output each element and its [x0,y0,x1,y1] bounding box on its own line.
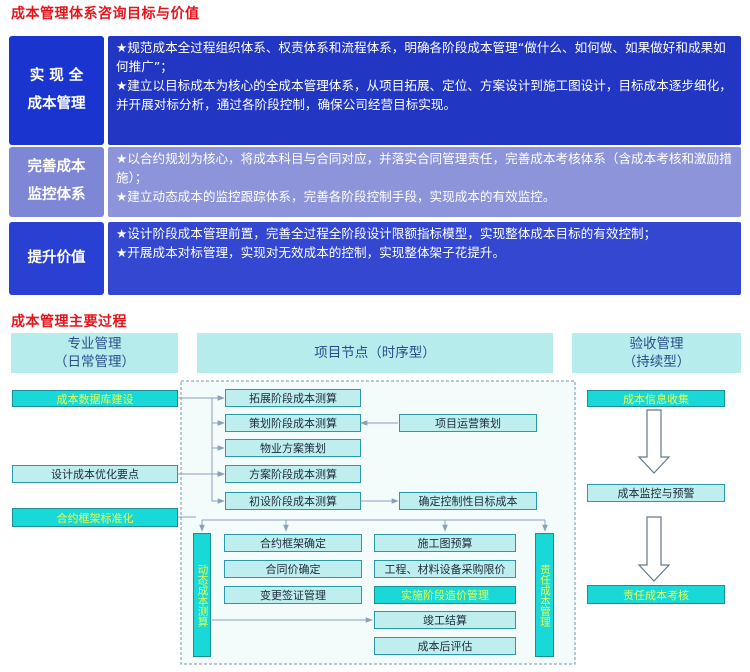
row2-label-line2: 监控体系 [27,187,86,203]
vertical-responsibility-cost-text: 责任成本管理 [539,563,551,627]
row2-description: ★以合约规划为核心，将成本科目与合同对应，并落实合同管理责任，完善成本考核体系（… [108,147,741,217]
timeline-box-2: 策划阶段成本测算 [225,414,361,432]
band-mid: 项目节点（时序型） [197,333,553,373]
band-left-line2: （日常管理） [54,354,135,370]
connector-t4 [211,473,225,504]
row3-description: ★设计阶段成本管理前置，完善全过程全阶段设计限额指标模型，实现整体成本目标的有效… [108,222,741,295]
inner-left-box-3: 变更签证管理 [224,586,362,604]
row1-item1: ★规范成本全过程组织体系、权责体系和流程体系，明确各阶段成本管理“做什么、如何做… [116,40,726,74]
inner-left-box-1: 合约框架确定 [224,534,362,552]
row1-label: 实 现 全成本管理 [9,36,104,145]
timeline-box-3: 物业方案策划 [225,439,361,457]
row1-item2: ★建立以目标成本为核心的全成本管理体系，从项目拓展、定位、方案设计到施工图设计，… [116,78,732,112]
arrow-down-1 [637,409,671,474]
box-project-operation: 项目运营策划 [399,414,537,432]
box-design-optimization: 设计成本优化要点 [12,465,178,483]
row1-label-line1: 实 现 全 [29,67,84,84]
band-left: 专业管理 （日常管理） [11,333,178,373]
box-target-cost: 确定控制性目标成本 [399,492,537,510]
inner-right-box-5: 成本后评估 [374,637,516,655]
row3-item2: ★开展成本对标管理，实现对无效成本的控制，实现整体架子花提升。 [116,245,506,260]
row2-label: 完善成本监控体系 [9,147,104,217]
timeline-box-5: 初设阶段成本测算 [225,492,361,510]
box-cost-database: 成本数据库建设 [12,390,178,407]
inner-left-box-2: 合同价确定 [224,560,362,578]
box-responsibility-assessment: 责任成本考核 [587,585,725,604]
box-cost-info-collection: 成本信息收集 [587,390,725,407]
box-contract-standard: 合约框架标准化 [12,508,178,527]
vertical-responsibility-cost: 责任成本管理 [535,533,554,657]
inner-right-box-4: 竣工结算 [374,611,516,629]
inner-right-box-1: 施工图预算 [374,534,516,552]
row3-label-line1: 提升价值 [27,249,86,266]
inner-right-box-3: 实施阶段造价管理 [374,586,516,604]
row2-label-line1: 完善成本 [27,159,86,176]
vertical-dynamic-cost-text: 动态成本测算 [196,563,209,627]
band-right: 验收管理 （持续型） [572,333,741,373]
section2-title: 成本管理主要过程 [11,314,127,330]
row3-item1: ★设计阶段成本管理前置，完善全过程全阶段设计限额指标模型，实现整体成本目标的有效… [116,226,657,241]
row1-description: ★规范成本全过程组织体系、权责体系和流程体系，明确各阶段成本管理“做什么、如何做… [108,36,741,145]
band-right-line1: 验收管理 [629,336,684,352]
box-cost-monitoring: 成本监控与预警 [587,484,725,502]
row1-label-line2: 成本管理 [27,95,86,112]
row2-item1: ★以合约规划为核心，将成本科目与合同对应，并落实合同管理责任，完善成本考核体系（… [116,151,732,185]
band-mid-label: 项目节点（时序型） [314,345,436,361]
row3-label: 提升价值 [9,222,104,295]
section1-title: 成本管理体系咨询目标与价值 [11,6,200,22]
band-right-line2: （持续型） [622,354,691,370]
vertical-dynamic-cost: 动态成本测算 [193,533,211,657]
arrow-down-2 [637,516,671,582]
band-left-line1: 专业管理 [67,336,122,352]
timeline-box-4: 方案阶段成本测算 [225,465,361,483]
inner-right-box-2: 工程、材料设备采购限价 [374,560,516,578]
timeline-box-1: 拓展阶段成本测算 [225,389,361,407]
row2-item2: ★建立动态成本的监控跟踪体系，完善各阶段控制手段，实现成本的有效监控。 [116,189,556,204]
